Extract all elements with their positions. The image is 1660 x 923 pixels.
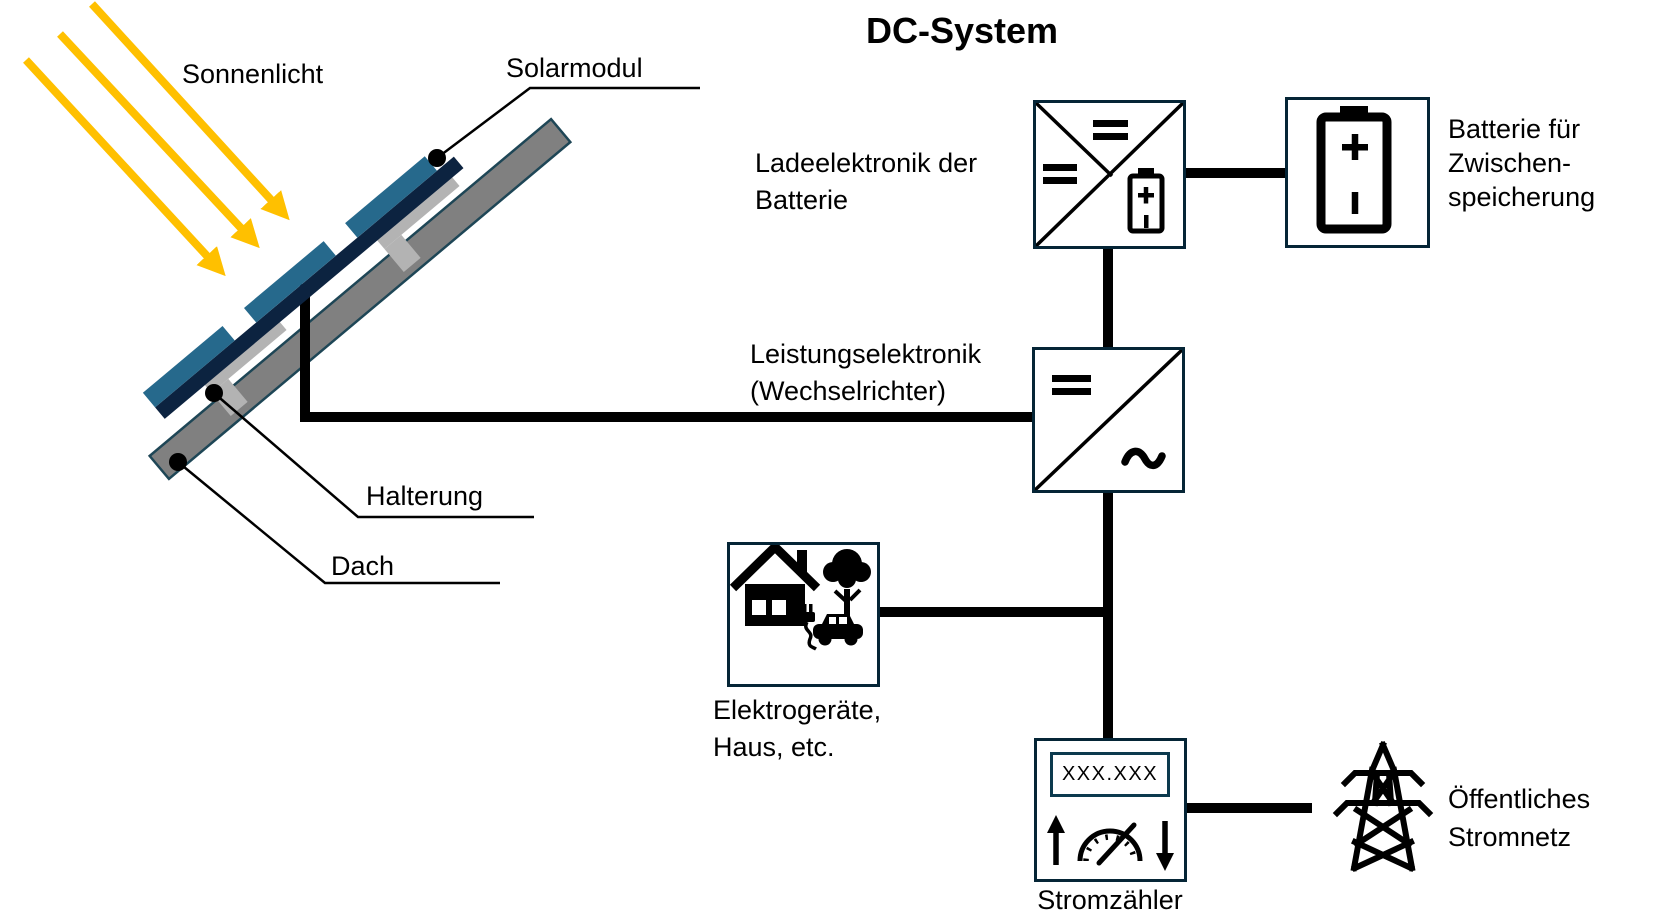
charge-controller-box [1033,100,1186,249]
sunlight-label: Sonnenlicht [182,59,324,89]
down-arrow-icon [1156,821,1174,871]
callout-dots [169,149,446,471]
meter-box: XXX.XXX [1034,738,1187,882]
meter-display-value: XXX.XXX [1061,763,1159,785]
meter-label: Stromzähler [1037,885,1183,915]
dc-dc-converter-icon [1036,103,1183,246]
battery-icon [1316,106,1392,234]
ev-charging-icon [801,604,863,651]
solar-module-icon [142,156,464,419]
tree-icon [823,549,871,632]
power-tower-icon [1332,741,1434,872]
mount-bracket-icon [199,172,460,417]
mount-label: Halterung [366,481,484,511]
roof-label: Dach [331,551,395,581]
inverter-label: Leistungselektronik (Wechselrichter) [750,339,982,406]
gauge-icon [1077,822,1143,866]
battery-label: Batterie für Zwischen- speicherung [1448,114,1596,212]
diagram-title: DC-System [865,10,1059,51]
wire-pv-to-inverter [300,284,1036,422]
charge-controller-label: Ladeelektronik der Batterie [755,148,978,215]
loads-icons [730,545,871,651]
sun-rays-icon [23,1,290,277]
loads-label: Elektrogeräte, Haus, etc. [713,695,882,762]
grid-label: Öffentliches Stromnetz [1448,784,1591,852]
dc-ac-inverter-icon [1035,350,1182,490]
house-icon [730,545,821,626]
up-arrow-icon [1047,815,1065,865]
meter-icons [1047,815,1174,871]
inverter-box [1032,347,1185,493]
battery-box [1285,97,1430,248]
solar-module-label: Solarmodul [506,53,643,83]
roof-icon [147,117,573,481]
callout-lines [177,86,700,585]
meter-display: XXX.XXX [1050,752,1170,797]
loads-box [727,542,880,687]
wires [877,168,1312,813]
